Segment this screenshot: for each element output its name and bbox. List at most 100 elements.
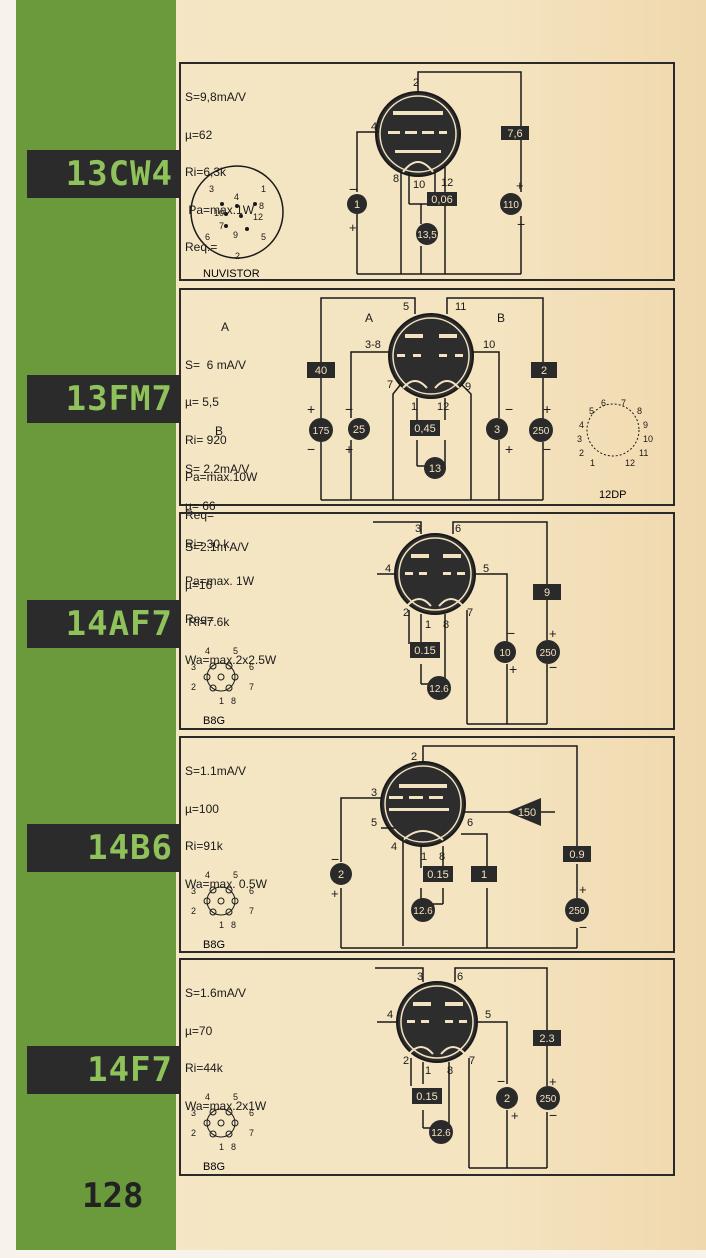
circuit-14b6: 1 2 3 4 5 6 7 8 B8G	[191, 745, 591, 951]
value-grid-circle: 2	[330, 863, 352, 885]
svg-text:4: 4	[205, 870, 210, 880]
svg-text:+: +	[349, 220, 357, 235]
spec-title-b: B	[215, 424, 224, 438]
svg-text:−: −	[307, 441, 315, 457]
svg-text:4: 4	[579, 420, 584, 430]
svg-text:40: 40	[315, 365, 327, 377]
panel-14b6: S=1.1mA/V µ=100 Ri=91k Wa=max. 0.5W 1 2 …	[179, 736, 675, 953]
svg-text:4: 4	[387, 1009, 393, 1021]
svg-text:5: 5	[403, 301, 409, 313]
svg-text:250: 250	[540, 1094, 557, 1105]
spec-line: µ=16	[185, 577, 213, 592]
value-grid-circle: 2	[496, 1087, 518, 1109]
svg-text:6: 6	[601, 398, 606, 408]
svg-text:10: 10	[413, 179, 425, 191]
svg-text:−: −	[345, 401, 353, 417]
value-heater-circle: 12.6	[411, 898, 435, 922]
base-pinout-b8g: 1 2 3 4 5 6 7 8 B8G	[191, 646, 254, 727]
specs-14f7: S=1.6mA/V µ=70 Ri=44k Wa=max.2x1W	[185, 962, 266, 1137]
base-pinout-b8g: 1 2 3 4 5 6 7 8 B8G	[191, 870, 254, 951]
value-series-box: 9	[533, 584, 561, 600]
svg-text:−: −	[579, 919, 587, 935]
svg-text:A: A	[365, 311, 373, 325]
svg-text:250: 250	[533, 426, 550, 437]
bottom-margin	[0, 1250, 706, 1258]
svg-text:1: 1	[219, 696, 224, 706]
panel-14af7: S=2.1m A/V µ=16 Ri=7.6k Wa=max.2x2.5W 1 …	[179, 512, 675, 730]
svg-text:2.3: 2.3	[539, 1033, 554, 1045]
svg-text:3: 3	[577, 434, 582, 444]
svg-text:3: 3	[417, 971, 423, 983]
svg-text:7: 7	[469, 1055, 475, 1067]
panel-13fm7: A S= 6 mA/V µ= 5,5 Ri= 920 Pa=max.10W Re…	[179, 288, 675, 625]
svg-text:7: 7	[387, 379, 393, 391]
value-cathode-box: 0.15	[423, 866, 453, 882]
svg-text:12: 12	[253, 212, 263, 222]
spec-line: S=1.6mA/V	[185, 986, 247, 1000]
svg-text:−: −	[505, 401, 513, 417]
svg-text:2: 2	[191, 1128, 196, 1138]
tube-symbol	[388, 313, 474, 399]
value-anode-circle: 250	[565, 898, 589, 922]
svg-text:10: 10	[499, 648, 511, 659]
svg-text:2: 2	[411, 751, 417, 763]
base-label: B8G	[203, 1161, 225, 1173]
svg-text:7: 7	[467, 607, 473, 619]
value-cathode-box: 0,45	[410, 420, 440, 436]
tube-symbol	[375, 91, 461, 177]
value-grid-b-circle: 3	[486, 418, 508, 440]
value-anode-b-circle: 250	[529, 418, 553, 442]
svg-text:6: 6	[249, 662, 254, 672]
spec-line: Req=	[185, 611, 215, 626]
svg-text:5: 5	[233, 646, 238, 656]
value-heater-circle: 12.6	[429, 1120, 453, 1144]
value-heater-circle: 13,5	[416, 223, 438, 245]
svg-text:0,45: 0,45	[414, 423, 435, 435]
tube-label-14b6: 14B6	[27, 824, 179, 872]
svg-text:+: +	[511, 1108, 519, 1123]
svg-text:11: 11	[639, 448, 648, 458]
base-pinout-nuvistor: 3 4 1 10 8 12 6 9 5 7 2 NUVISTOR	[190, 165, 284, 280]
spec-line: Req=	[185, 507, 215, 522]
spec-line: µ=62	[185, 127, 213, 142]
svg-text:3: 3	[415, 523, 421, 535]
spec-line: µ=70	[185, 1023, 213, 1038]
base-pinout-b8g: 1 2 3 4 5 6 7 8 B8G	[191, 1092, 254, 1173]
spec-line: S=1.1mA/V	[185, 764, 247, 778]
svg-text:8: 8	[393, 173, 399, 185]
circuit-14af7: 1 2 3 4 5 6 7 8 B8G	[191, 521, 561, 727]
svg-text:2: 2	[191, 906, 196, 916]
svg-text:5: 5	[483, 563, 489, 575]
svg-text:−: −	[543, 441, 551, 457]
spec-title-a: A	[221, 320, 230, 334]
svg-text:7: 7	[249, 1128, 254, 1138]
svg-text:−: −	[497, 1073, 505, 1089]
svg-text:+: +	[331, 886, 339, 901]
spec-line: S= 6 mA/V	[185, 357, 247, 372]
svg-text:B: B	[497, 311, 505, 325]
svg-text:0.15: 0.15	[427, 869, 448, 881]
svg-text:3-8: 3-8	[365, 339, 381, 351]
tube-symbol	[396, 981, 478, 1063]
svg-text:+: +	[509, 661, 517, 677]
spec-line: S=2.1m A/V	[185, 540, 249, 554]
svg-text:3: 3	[371, 787, 377, 799]
svg-text:3: 3	[191, 1108, 196, 1118]
svg-text:3: 3	[494, 424, 500, 436]
value-series-box: 7,6	[501, 126, 529, 140]
svg-text:+: +	[543, 401, 551, 417]
svg-text:5: 5	[261, 232, 266, 242]
svg-text:1: 1	[354, 199, 360, 211]
value-anode-circle: 110	[500, 193, 522, 215]
svg-text:9: 9	[465, 381, 471, 393]
svg-text:2: 2	[338, 869, 344, 881]
svg-text:2: 2	[541, 365, 547, 377]
left-margin	[0, 0, 16, 1258]
svg-text:2: 2	[235, 251, 240, 261]
svg-text:6: 6	[457, 971, 463, 983]
svg-text:1: 1	[261, 184, 266, 194]
tube-label-14f7: 14F7	[27, 1046, 179, 1094]
svg-text:2: 2	[504, 1093, 510, 1105]
svg-text:10: 10	[214, 208, 224, 218]
value-grid-circle: 10	[494, 641, 516, 663]
